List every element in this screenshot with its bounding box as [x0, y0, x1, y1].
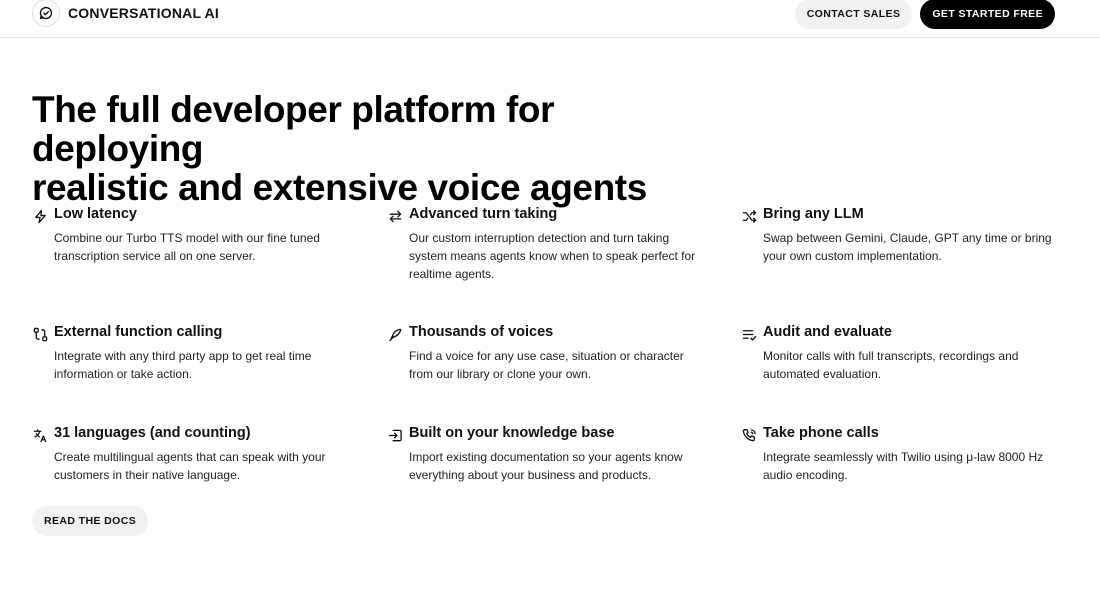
contact-sales-button[interactable]: CONTACT SALES [794, 0, 913, 29]
feature-description: Create multilingual agents that can spea… [54, 450, 326, 482]
brand-name: CONVERSATIONAL AI [68, 5, 219, 21]
feature-description: Our custom interruption detection and tu… [409, 231, 696, 281]
feature-title: Bring any LLM [763, 206, 864, 222]
feature-title: Low latency [54, 206, 137, 222]
chat-check-icon [32, 0, 60, 27]
feature-title: Built on your knowledge base [409, 425, 615, 441]
feature-description: Combine our Turbo TTS model with our fin… [54, 231, 320, 263]
feature-title: Audit and evaluate [763, 324, 892, 340]
feature-description: Import existing documentation so your ag… [409, 450, 683, 482]
import-icon [387, 427, 403, 443]
route-icon [32, 326, 48, 342]
feature-title: External function calling [54, 324, 223, 340]
shuffle-icon [741, 208, 757, 224]
feature-title: Thousands of voices [409, 324, 554, 340]
translate-icon [32, 427, 48, 443]
feature-title: Advanced turn taking [409, 206, 558, 222]
get-started-free-button[interactable]: GET STARTED FREE [920, 0, 1055, 29]
read-the-docs-button[interactable]: READ THE DOCS [32, 506, 149, 536]
feature-description: Swap between Gemini, Claude, GPT any tim… [763, 231, 1052, 263]
swap-arrows-icon [387, 208, 403, 224]
feature-title: 31 languages (and counting) [54, 425, 251, 441]
feather-pen-icon [387, 326, 403, 342]
brand[interactable]: CONVERSATIONAL AI [32, 0, 219, 27]
phone-call-icon [741, 427, 757, 443]
headline-line-1: The full developer platform for deployin… [32, 89, 555, 169]
list-check-icon [741, 326, 757, 342]
header-actions: CONTACT SALES GET STARTED FREE [794, 0, 1055, 29]
feature-description: Integrate with any third party app to ge… [54, 349, 312, 381]
feature-description: Integrate seamlessly with Twilio using μ… [763, 450, 1044, 482]
feature-description: Find a voice for any use case, situation… [409, 349, 684, 381]
feature-title: Take phone calls [763, 425, 879, 441]
feature-description: Monitor calls with full transcripts, rec… [763, 349, 1019, 381]
page-headline: The full developer platform for deployin… [32, 90, 732, 207]
headline-line-2: realistic and extensive voice agents [32, 167, 647, 208]
top-navigation-bar: CONVERSATIONAL AI CONTACT SALES GET STAR… [0, 0, 1100, 38]
lightning-icon [32, 208, 48, 224]
